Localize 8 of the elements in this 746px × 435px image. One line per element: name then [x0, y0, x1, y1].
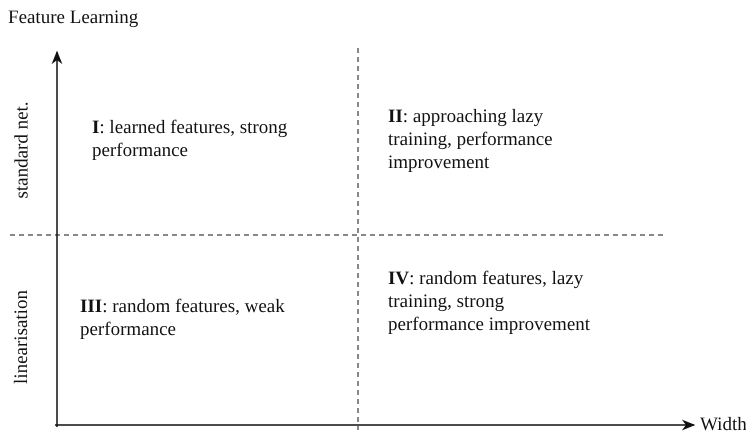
quadrant-description: II: approaching lazy training, performance improvement [388, 105, 554, 174]
quadrant-description: IV: random features, lazy training, strong performance improvement [388, 267, 592, 336]
axis-category-label: linearisation [10, 290, 33, 384]
axis-category-label: standard net. [11, 101, 34, 199]
axis-title: Feature Learning [8, 6, 138, 29]
axis-title: Width [700, 413, 746, 435]
quadrant-description: I: learned features, strong performance [92, 116, 288, 162]
quadrant-description: III: random features, weak performance [80, 295, 286, 341]
